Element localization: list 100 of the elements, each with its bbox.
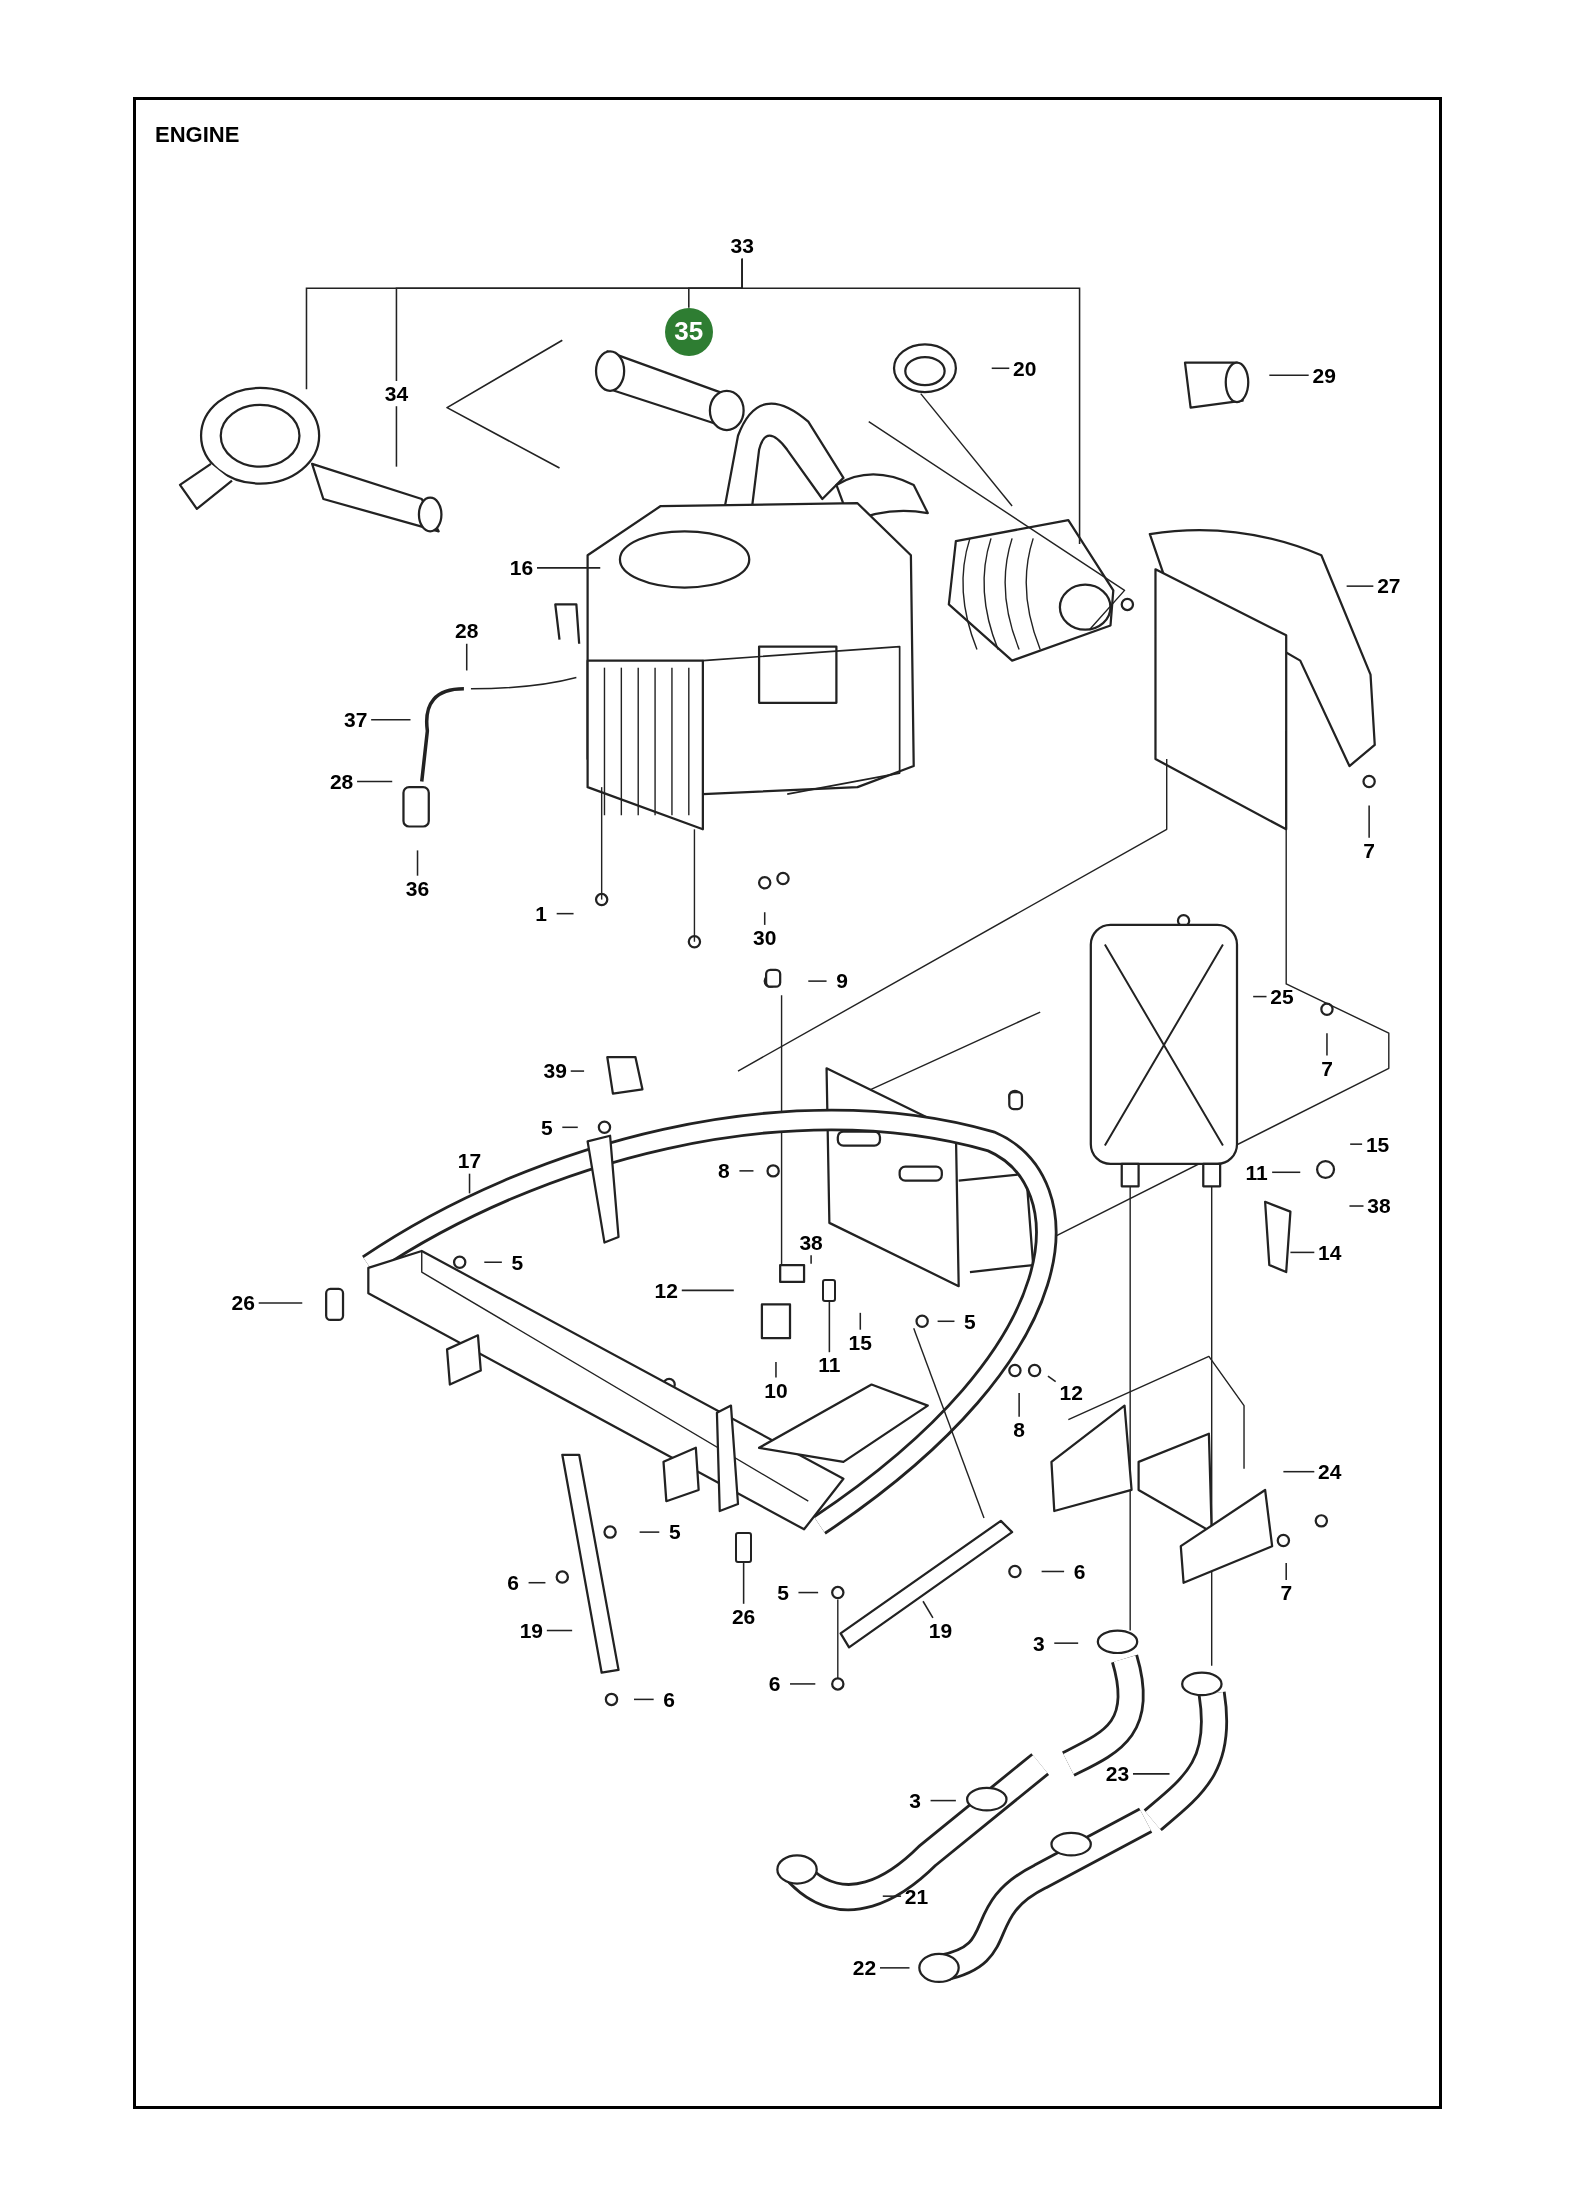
callout-number: 25	[1267, 984, 1297, 1010]
leader-line	[738, 1170, 755, 1172]
callout-number: 27	[1373, 573, 1404, 599]
leader-line	[1040, 1570, 1065, 1573]
leader-line	[1345, 585, 1375, 587]
leader-line	[1282, 1470, 1316, 1473]
callout-number: 3	[900, 1788, 931, 1814]
leader-line	[882, 1895, 902, 1897]
callout-number: 5	[659, 1519, 690, 1545]
callout-number: 7	[1312, 1055, 1342, 1081]
leader-line	[990, 367, 1011, 370]
leader-line	[1326, 1032, 1328, 1057]
callout-number: 28	[326, 769, 357, 795]
callout-number: 19	[516, 1618, 547, 1644]
leader-line	[810, 1254, 812, 1265]
leader-line	[395, 405, 398, 468]
leader-line	[1132, 1773, 1171, 1775]
callout-number: 12	[1056, 1380, 1087, 1406]
callout-number: 5	[502, 1249, 533, 1275]
leader-line	[638, 1531, 661, 1533]
callout-number: 20	[1009, 355, 1040, 381]
callout-number: 17	[454, 1148, 485, 1174]
leader-line	[929, 1799, 957, 1802]
callout-number: 11	[1241, 1159, 1272, 1185]
callout-number: 5	[531, 1114, 562, 1140]
callout-number: 24	[1314, 1459, 1345, 1485]
leader-line	[828, 1300, 831, 1353]
callout-number: 16	[506, 555, 537, 581]
leader-line	[681, 1289, 735, 1292]
leader-line	[1018, 1392, 1020, 1418]
leader-line	[1047, 1375, 1057, 1383]
leader-line	[555, 912, 575, 915]
leader-line	[1285, 1562, 1287, 1581]
leader-line	[1289, 1251, 1316, 1254]
leader-line	[468, 1172, 471, 1195]
callout-number: 36	[402, 875, 433, 901]
leader-line	[763, 911, 766, 926]
leader-line	[1271, 1171, 1302, 1174]
leader-line	[1053, 1642, 1079, 1644]
callout-number: 6	[498, 1570, 529, 1596]
callout-number: 39	[540, 1058, 571, 1084]
callout-number: 23	[1102, 1761, 1133, 1787]
callout-number: 38	[1364, 1193, 1394, 1219]
callout-number: 8	[1004, 1417, 1035, 1443]
leader-line	[483, 1261, 503, 1263]
callout-number: 7	[1271, 1580, 1302, 1606]
leader-line	[936, 1320, 956, 1323]
leader-line	[1348, 1205, 1365, 1207]
callout-number: 14	[1314, 1240, 1345, 1265]
leader-line	[633, 1698, 655, 1701]
part-block	[822, 1279, 837, 1302]
leader-line	[741, 257, 1081, 545]
callout-badge: 35	[664, 307, 713, 356]
leader-line	[1349, 1143, 1363, 1145]
callout-number: 3	[1023, 1630, 1054, 1656]
callout-number: 7	[1354, 837, 1385, 863]
part-block	[735, 1532, 753, 1564]
leader-line	[879, 1967, 911, 1969]
leader-line	[775, 1361, 777, 1379]
callout-number: 1	[526, 901, 557, 927]
callout-number: 33	[727, 233, 758, 259]
leader-line	[569, 1070, 585, 1072]
callout-number: 38	[796, 1230, 827, 1256]
leader-line	[859, 1312, 862, 1331]
leader-line	[561, 1126, 579, 1129]
leader-line	[922, 1600, 934, 1619]
callout-number: 21	[901, 1883, 932, 1909]
leader-line	[416, 849, 419, 877]
leader-line	[1268, 374, 1310, 377]
leader-line	[527, 1581, 547, 1584]
leader-line	[356, 780, 393, 783]
callout-number: 29	[1309, 362, 1340, 388]
callout-number: 37	[340, 707, 371, 733]
callout-number: 28	[451, 618, 482, 644]
callout-number: 8	[708, 1158, 739, 1184]
leader-line	[797, 1591, 819, 1594]
callout-number: 26	[228, 1290, 259, 1316]
callout-number: 26	[728, 1604, 759, 1630]
callout-number: 15	[845, 1329, 876, 1355]
callout-number: 34	[381, 381, 412, 407]
leader-line	[370, 718, 412, 721]
leader-line	[257, 1302, 304, 1304]
callout-number: 9	[827, 968, 857, 994]
leader-line	[465, 643, 468, 672]
callout-number: 11	[814, 1352, 845, 1378]
leader-line	[789, 1683, 817, 1685]
diagram-title: ENGINE	[155, 121, 240, 149]
callout-number: 30	[749, 925, 780, 951]
callout-number: 15	[1362, 1131, 1393, 1157]
leader-line	[742, 1562, 745, 1605]
callout-number: 6	[654, 1687, 685, 1712]
callout-number: 6	[759, 1671, 790, 1697]
callout-number: 6	[1064, 1559, 1095, 1585]
callout-number: 5	[954, 1308, 985, 1334]
callout-number: 22	[849, 1955, 880, 1981]
leader-line	[536, 567, 602, 569]
leader-line	[1252, 995, 1268, 998]
leader-line	[1368, 804, 1370, 839]
callout-number: 12	[651, 1277, 682, 1303]
callout-number: 5	[768, 1580, 798, 1606]
